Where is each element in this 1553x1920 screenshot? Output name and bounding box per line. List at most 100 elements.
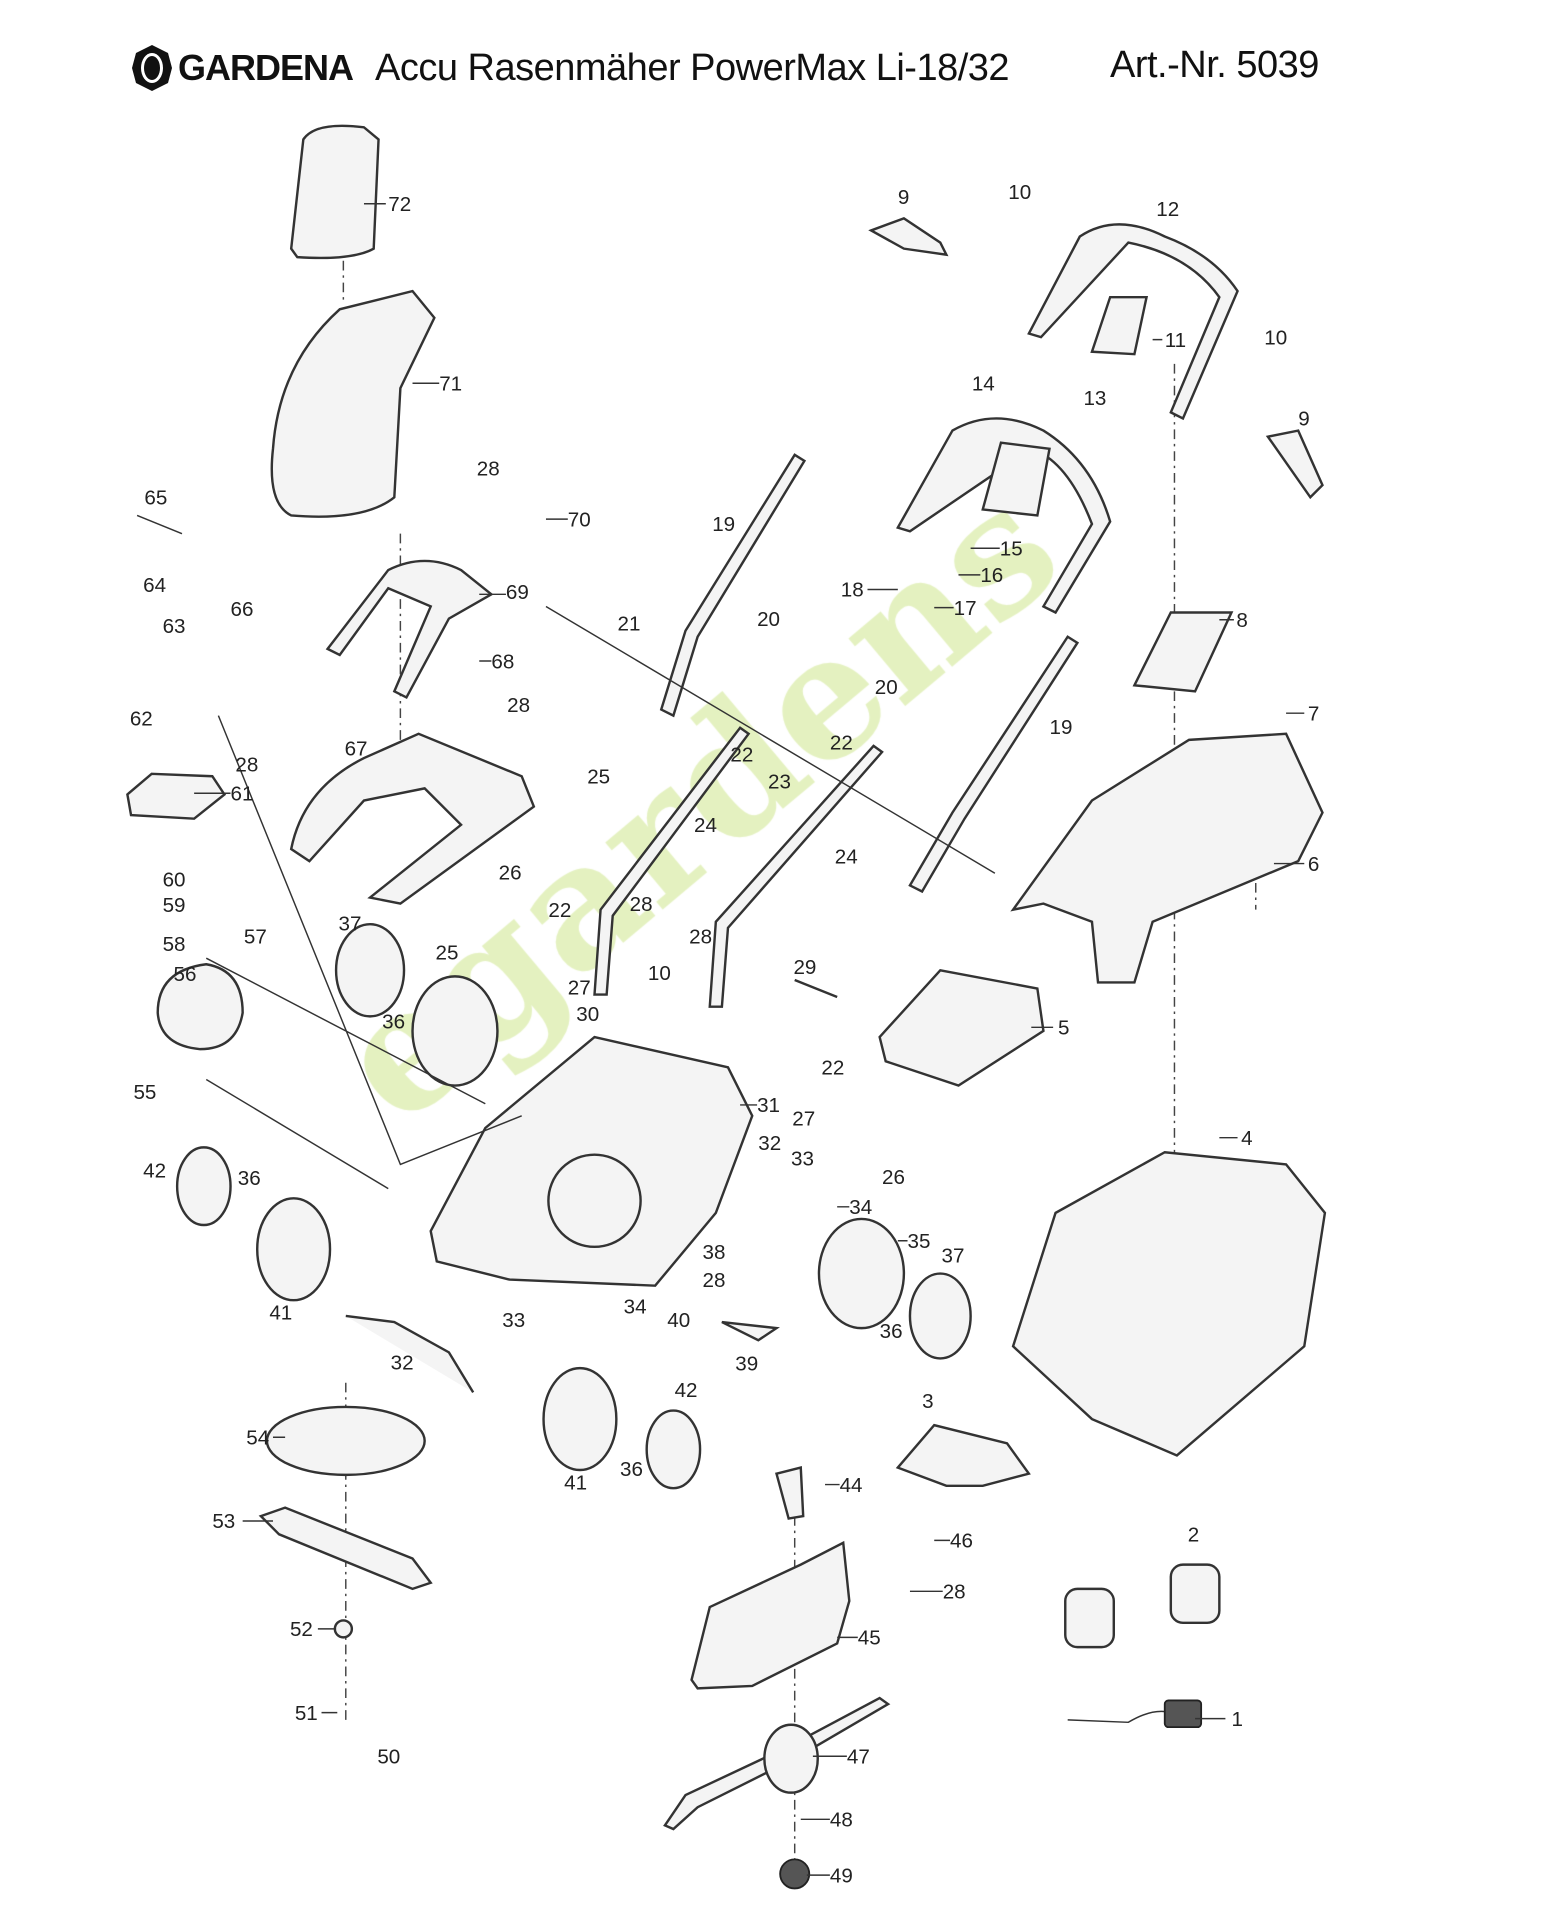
part-41-wheel (256, 1197, 332, 1302)
part-label: 25 (436, 941, 459, 964)
part-44-switch (775, 1466, 805, 1520)
part-label: 46 (950, 1530, 973, 1553)
gardena-logo-icon (132, 45, 172, 91)
part-label: 32 (391, 1351, 414, 1374)
part-label: 36 (620, 1458, 643, 1481)
part-label: 28 (235, 753, 258, 776)
part-label: 40 (667, 1309, 690, 1332)
part-1-charger (1163, 1699, 1203, 1729)
part-19-tube (659, 453, 807, 718)
part-label: 48 (830, 1809, 853, 1832)
part-label: 36 (880, 1320, 903, 1343)
part-label: 62 (130, 707, 153, 730)
part-label: 56 (173, 963, 196, 986)
part-8-handle (1132, 611, 1234, 693)
part-5-lid (878, 968, 1045, 1087)
part-label: 55 (133, 1081, 156, 1104)
part-67-frame (289, 732, 536, 905)
part-label: 52 (290, 1618, 313, 1641)
part-label: 28 (689, 926, 712, 949)
part-label: 10 (648, 962, 671, 985)
part-42-wheel (175, 1146, 232, 1227)
part-label: 17 (954, 597, 977, 620)
part-29-spring (794, 978, 838, 999)
part-2-battery-b (1064, 1587, 1116, 1649)
leader-lines (194, 203, 1305, 1876)
part-label: 32 (758, 1132, 781, 1155)
part-label: 31 (757, 1094, 780, 1117)
part-label: 51 (295, 1702, 318, 1725)
part-label: 36 (382, 1011, 405, 1034)
part-label: 24 (835, 846, 858, 869)
part-label: 34 (624, 1296, 647, 1319)
part-39-bracket (721, 1320, 780, 1342)
part-19-tube-right (908, 635, 1080, 894)
part-32-axle (345, 1314, 475, 1394)
part-9-clip-right (1265, 429, 1324, 500)
part-label: 68 (491, 650, 514, 673)
part-label: 41 (269, 1302, 292, 1325)
part-37-wheel (334, 923, 406, 1018)
part-label: 66 (231, 598, 254, 621)
part-label: 53 (212, 1510, 235, 1533)
part-label: 63 (163, 615, 186, 638)
part-label: 57 (244, 926, 267, 949)
part-label: 11 (1165, 329, 1186, 352)
part-label: 27 (792, 1108, 815, 1131)
part-49-knob (779, 1858, 811, 1890)
part-label: 47 (847, 1746, 870, 1769)
part-56-motor (156, 963, 244, 1051)
header: GARDENA Accu Rasenmäher PowerMax Li-18/3… (130, 40, 1010, 96)
part-label: 6 (1308, 853, 1319, 876)
part-label: 67 (345, 738, 368, 761)
part-35-wheel (817, 1217, 906, 1330)
diagram-title: Accu Rasenmäher PowerMax Li-18/32 (375, 46, 1010, 89)
part-label: 58 (163, 933, 186, 956)
part-41-wheel-front (542, 1366, 618, 1472)
part-label: 18 (841, 579, 864, 602)
part-13-control-box (981, 441, 1051, 517)
part-label: 3 (922, 1390, 933, 1413)
part-24-tube (593, 726, 751, 996)
wheels (175, 923, 972, 1490)
part-label: 10 (1264, 326, 1287, 349)
part-label: 41 (564, 1471, 587, 1494)
part-label: 27 (568, 977, 591, 1000)
part-3-flap (895, 1423, 1031, 1487)
part-label: 10 (1008, 181, 1031, 204)
part-label: 20 (757, 608, 780, 631)
part-label: 15 (1000, 538, 1023, 561)
part-label: 26 (882, 1166, 905, 1189)
part-label: 42 (143, 1160, 166, 1183)
part-label: 70 (568, 508, 591, 531)
part-label: 28 (943, 1581, 966, 1604)
part-45-cover (690, 1540, 851, 1690)
part-label: 64 (143, 574, 166, 597)
part-label: 26 (499, 861, 522, 884)
part-label: 19 (1049, 716, 1072, 739)
part-label: 2 (1188, 1524, 1199, 1547)
part-label: 23 (768, 770, 791, 793)
part-label: 8 (1236, 609, 1247, 632)
part-6-catcher-top (1010, 732, 1324, 984)
part-25-wheel (411, 975, 499, 1087)
part-label: 28 (702, 1269, 725, 1292)
part-label: 50 (377, 1746, 400, 1769)
part-label: 16 (980, 564, 1003, 587)
part-53-blade (258, 1506, 433, 1591)
part-label: 21 (618, 613, 641, 636)
part-42-wheel-front (645, 1409, 702, 1490)
part-12-upper-handle (1027, 223, 1239, 421)
part-label: 20 (875, 676, 898, 699)
part-47-motor-body (763, 1723, 819, 1794)
part-label: 44 (840, 1474, 863, 1497)
deck-fan (547, 1153, 642, 1249)
part-label: 54 (246, 1427, 269, 1450)
part-label: 38 (702, 1241, 725, 1264)
part-14-handle (896, 417, 1112, 615)
part-label: 34 (849, 1196, 872, 1219)
part-9-clip (868, 216, 949, 257)
part-label: 9 (1298, 408, 1309, 431)
part-4-grass-catcher (1011, 1150, 1327, 1457)
